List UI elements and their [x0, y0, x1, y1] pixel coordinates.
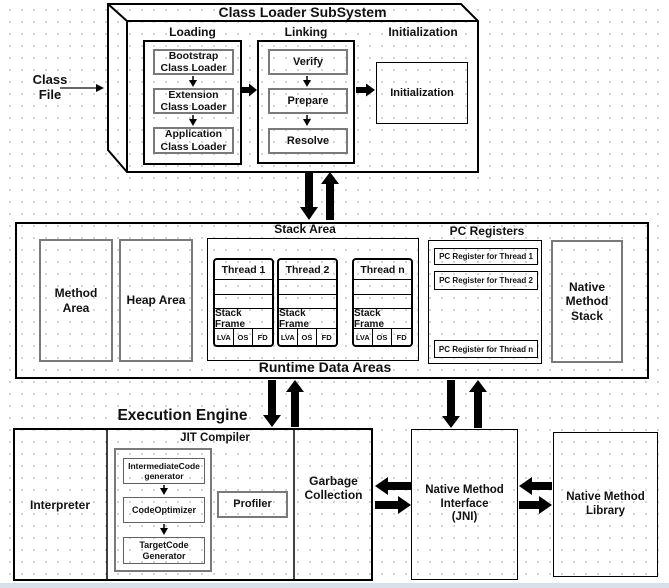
stack-area-label: Stack Area [274, 222, 336, 237]
thread-2-title: Thread 2 [279, 260, 336, 280]
classloader-to-runtime-down-arrow [300, 172, 318, 220]
thread-1-fd-cell: FD [257, 332, 268, 342]
thread-2-empty-row-2 [279, 295, 336, 309]
initialization-section-label: Initialization [388, 24, 458, 39]
thread-1-box: Thread 1 Stack Frame LVA OS FD [213, 258, 274, 347]
loading-to-linking-arrow [242, 83, 257, 97]
execution-engine-title: Execution Engine [117, 406, 248, 424]
native-method-interface-box: Native Method Interface (JNI) [411, 429, 518, 580]
jni-to-gc-left-arrow [375, 477, 411, 495]
pc-register-thread-2-box: PC Register for Thread 2 [434, 271, 538, 290]
nml-to-jni-left-arrow [519, 477, 552, 495]
profiler-box: Profiler [217, 491, 288, 518]
runtime-data-areas-title: Runtime Data Areas [258, 359, 392, 376]
intermediate-code-generator-box: IntermediateCode generator [123, 458, 205, 484]
gc-to-jni-right-arrow [375, 496, 411, 514]
target-code-generator-box: TargetCode Generator [123, 537, 205, 564]
class-file-label: Class File [32, 71, 68, 102]
thread-n-stack-frame-label: Stack Frame [354, 308, 411, 330]
jit-compiler-label: JIT Compiler [180, 432, 250, 445]
pc-register-thread-n-box: PC Register for Thread n [434, 340, 538, 358]
linking-container [257, 40, 355, 164]
thread-n-empty-row-1 [354, 280, 411, 295]
stack-area-container [207, 238, 419, 361]
runtime-to-execution-down-arrow [263, 380, 281, 427]
thread-2-os-cell: OS [298, 329, 318, 345]
extension-class-loader-box: Extension Class Loader [153, 88, 234, 114]
thread-1-stack-frame-label: Stack Frame [215, 308, 272, 330]
thread-n-box: Thread n Stack Frame LVA OS FD [352, 258, 413, 347]
execution-engine-container [13, 428, 373, 581]
thread-n-frame-cells: LVA OS FD [354, 329, 411, 345]
thread-n-os-cell: OS [373, 329, 393, 345]
pc-register-thread-1-box: PC Register for Thread 1 [434, 248, 538, 265]
thread-1-os-cell: OS [234, 329, 254, 345]
thread-2-box: Thread 2 Stack Frame LVA OS FD [277, 258, 338, 347]
bootstrap-class-loader-box: Bootstrap Class Loader [153, 49, 234, 75]
thread-1-empty-row-2 [215, 295, 272, 309]
thread-1-empty-row-1 [215, 280, 272, 295]
jni-to-nml-right-arrow [519, 496, 552, 514]
execution-to-runtime-up-arrow [286, 380, 304, 427]
thread-1-lva-cell: LVA [215, 329, 234, 345]
thread-2-stack-frame-label: Stack Frame [279, 308, 336, 330]
thread-2-lva-cell: LVA [279, 329, 298, 345]
initialization-box: Initialization [376, 62, 468, 124]
classloader-title: Class Loader SubSystem [218, 4, 387, 21]
verify-box: Verify [268, 49, 348, 75]
thread-n-fd-cell: FD [396, 332, 407, 342]
linking-to-initialization-arrow [356, 83, 375, 97]
garbage-collection-label: Garbage Collection [304, 473, 363, 502]
loading-section-label: Loading [169, 24, 216, 39]
thread-1-title: Thread 1 [215, 260, 272, 280]
code-optimizer-box: CodeOptimizer [123, 497, 205, 523]
application-class-loader-box: Application Class Loader [153, 127, 234, 154]
linking-section-label: Linking [284, 24, 328, 39]
thread-n-title: Thread n [354, 260, 411, 280]
loading-container [143, 40, 242, 165]
native-method-library-box: Native Method Library [553, 432, 658, 577]
resolve-box: Resolve [268, 128, 348, 154]
thread-2-fd-cell: FD [321, 332, 332, 342]
method-area-box: Method Area [39, 239, 113, 362]
prepare-box: Prepare [268, 88, 348, 114]
jit-compiler-container [114, 448, 212, 572]
heap-area-box: Heap Area [119, 239, 193, 362]
jni-to-runtime-up-arrow [469, 380, 487, 428]
thread-2-empty-row-1 [279, 280, 336, 295]
thread-n-lva-cell: LVA [354, 329, 373, 345]
interpreter-label: Interpreter [29, 497, 91, 512]
pc-registers-container [428, 240, 542, 364]
thread-1-frame-cells: LVA OS FD [215, 329, 272, 345]
pc-registers-label: PC Registers [449, 224, 525, 239]
runtime-data-areas-container [15, 222, 649, 379]
runtime-to-jni-down-arrow [442, 380, 460, 428]
runtime-to-classloader-up-arrow [321, 172, 339, 220]
thread-n-empty-row-2 [354, 295, 411, 309]
thread-2-frame-cells: LVA OS FD [279, 329, 336, 345]
native-method-stack-box: Native Method Stack [551, 240, 623, 363]
bottom-window-strip [0, 583, 669, 588]
